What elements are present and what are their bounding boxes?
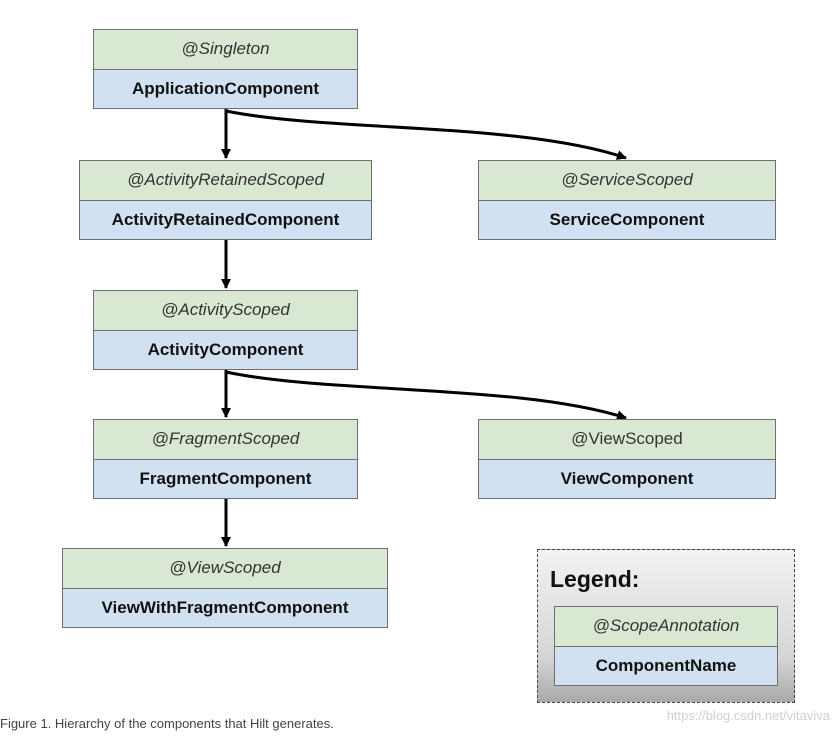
- component-label: ServiceComponent: [479, 200, 775, 239]
- node-service: @ServiceScoped ServiceComponent: [478, 160, 776, 240]
- scope-label: @ViewScoped: [479, 420, 775, 460]
- legend-title: Legend:: [550, 566, 640, 592]
- scope-label: @FragmentScoped: [94, 420, 357, 460]
- node-view-with-fragment: @ViewScoped ViewWithFragmentComponent: [62, 548, 388, 628]
- legend-node: @ScopeAnnotation ComponentName: [554, 606, 778, 686]
- watermark: https://blog.csdn.net/vitaviva: [666, 708, 830, 723]
- component-label: ActivityComponent: [94, 330, 357, 369]
- legend-component-label: ComponentName: [555, 646, 777, 685]
- node-view: @ViewScoped ViewComponent: [478, 419, 776, 499]
- node-fragment: @FragmentScoped FragmentComponent: [93, 419, 358, 499]
- edge-application-to-service: [225, 109, 627, 160]
- legend-box: Legend: @ScopeAnnotation ComponentName: [537, 549, 795, 703]
- component-label: ActivityRetainedComponent: [80, 200, 371, 239]
- component-label: ApplicationComponent: [94, 69, 357, 108]
- node-application: @Singleton ApplicationComponent: [93, 29, 358, 109]
- figure-caption: Figure 1. Hierarchy of the components th…: [0, 716, 334, 731]
- node-activity-retained: @ActivityRetainedScoped ActivityRetained…: [79, 160, 372, 240]
- component-label: ViewComponent: [479, 459, 775, 498]
- legend-scope-label: @ScopeAnnotation: [555, 607, 777, 647]
- scope-label: @ViewScoped: [63, 549, 387, 589]
- component-label: FragmentComponent: [94, 459, 357, 498]
- component-label: ViewWithFragmentComponent: [63, 588, 387, 627]
- scope-label: @ServiceScoped: [479, 161, 775, 201]
- edge-activity-to-view: [225, 370, 627, 421]
- scope-label: @Singleton: [94, 30, 357, 70]
- node-activity: @ActivityScoped ActivityComponent: [93, 290, 358, 370]
- scope-label: @ActivityRetainedScoped: [80, 161, 371, 201]
- scope-label: @ActivityScoped: [94, 291, 357, 331]
